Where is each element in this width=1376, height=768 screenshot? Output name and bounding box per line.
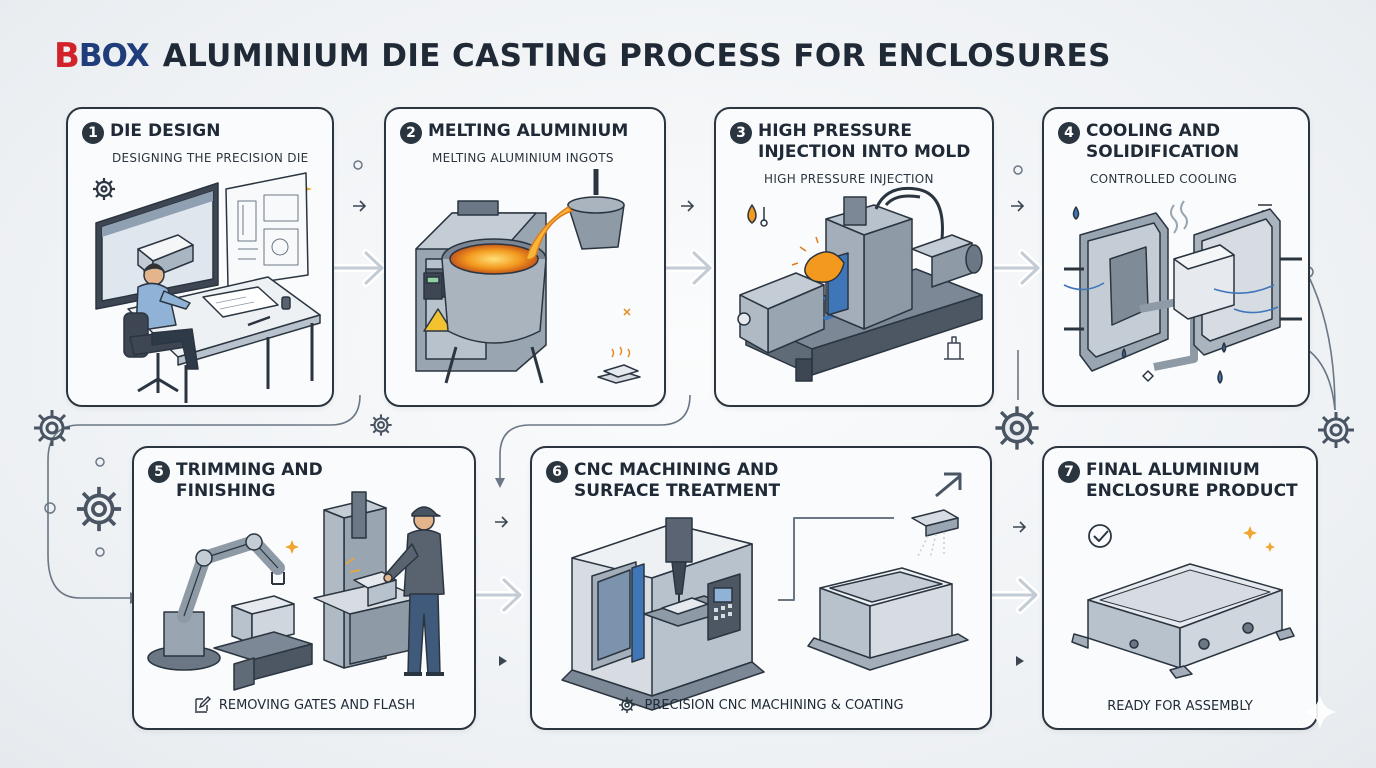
step-footer-text: READY FOR ASSEMBLY — [1107, 699, 1253, 714]
arrow-right-icon — [1011, 200, 1025, 212]
arrow-right-icon — [353, 200, 367, 212]
pencil-icon — [194, 696, 211, 713]
step-title: FINAL ALUMINIUM ENCLOSURE PRODUCT — [1086, 460, 1298, 501]
arrow-right-icon — [986, 576, 1040, 614]
gear-icon — [995, 406, 1039, 450]
gear-icon — [370, 414, 392, 436]
cnc-machine-illustration — [561, 472, 969, 711]
melting-furnace-illustration — [415, 169, 641, 384]
step-title: CNC MACHINING AND SURFACE TREATMENT — [574, 460, 781, 501]
step-subtitle: CONTROLLED COOLING — [1090, 172, 1238, 186]
final-enclosure-illustration — [1071, 524, 1295, 679]
step-subtitle: HIGH PRESSURE INJECTION — [764, 172, 934, 186]
arrow-right-icon — [470, 576, 524, 614]
step-header: 4 COOLING AND SOLIDIFICATION — [1058, 121, 1298, 163]
gear-icon — [1318, 412, 1354, 448]
step-number: 7 — [1058, 461, 1080, 483]
step-title: DIE DESIGN — [110, 121, 221, 141]
step-number: 2 — [400, 122, 422, 144]
gear-icon — [34, 410, 70, 446]
step-title: HIGH PRESSURE INJECTION INTO MOLD — [758, 121, 971, 162]
checkmark-icon — [1088, 524, 1112, 548]
step-card-cooling-solidification: 4 COOLING AND SOLIDIFICATION CONTROLLED C… — [1042, 107, 1310, 407]
step-number: 4 — [1058, 122, 1080, 144]
arrow-right-icon — [660, 249, 714, 287]
step-footer: READY FOR ASSEMBLY — [1044, 699, 1316, 714]
step-card-high-pressure-injection: 3 HIGH PRESSURE INJECTION INTO MOLD HIGH … — [714, 107, 994, 407]
step-footer-text: PRECISION CNC MACHINING & COATING — [644, 697, 904, 713]
gear-icon — [619, 697, 636, 713]
step-footer-text: REMOVING GATES AND FLASH — [218, 697, 416, 713]
step-header: 2 MELTING ALUMINIUM — [400, 121, 654, 144]
step-card-trimming-finishing: 5 TRIMMING AND FINISHING — [132, 446, 476, 730]
play-icon — [499, 656, 507, 666]
trimming-station-illustration — [147, 491, 445, 691]
step-header: 3 HIGH PRESSURE INJECTION INTO MOLD — [730, 121, 982, 163]
step-number: 5 — [148, 461, 170, 483]
step-header: 7 FINAL ALUMINIUM ENCLOSURE PRODUCT — [1058, 460, 1306, 502]
step-footer: REMOVING GATES AND FLASH — [134, 696, 474, 714]
play-icon — [1016, 656, 1024, 666]
step-number: 6 — [546, 461, 568, 483]
step-header: 5 TRIMMING AND FINISHING — [148, 460, 464, 502]
page-title: ALUMINIUM DIE CASTING PROCESS FOR ENCLOS… — [162, 38, 1111, 74]
step-subtitle: MELTING ALUMINIUM INGOTS — [432, 151, 614, 165]
step-header: 6 CNC MACHINING AND SURFACE TREATMENT — [546, 460, 980, 502]
step-subtitle: DESIGNING THE PRECISION DIE — [112, 151, 309, 165]
logo-letter-b: B — [54, 36, 80, 76]
step-title: MELTING ALUMINIUM — [428, 121, 629, 141]
step-card-cnc-machining: 6 CNC MACHINING AND SURFACE TREATMENT — [530, 446, 992, 730]
die-design-workstation-illustration — [93, 172, 321, 403]
step-number: 3 — [730, 122, 752, 144]
step-card-melting-aluminium: 2 MELTING ALUMINIUM MELTING ALUMINIUM ING… — [384, 107, 666, 407]
step-number: 1 — [82, 122, 104, 144]
step-title: TRIMMING AND FINISHING — [176, 460, 323, 501]
arrow-right-icon — [495, 516, 509, 528]
arrow-right-icon — [332, 249, 386, 287]
arrow-right-icon — [1013, 521, 1027, 533]
sparkle-icon — [1302, 694, 1338, 730]
logo-text: BOX — [78, 38, 150, 74]
step-header: 1 DIE DESIGN — [82, 121, 322, 144]
arrow-right-icon — [988, 249, 1042, 287]
step-footer: PRECISION CNC MACHINING & COATING — [532, 696, 990, 714]
step-title: COOLING AND SOLIDIFICATION — [1086, 121, 1240, 162]
step-card-final-product: 7 FINAL ALUMINIUM ENCLOSURE PRODUCT READY… — [1042, 446, 1318, 730]
cooling-mold-illustration — [1063, 200, 1302, 384]
injection-machine-illustration — [737, 186, 983, 382]
step-card-die-design: 1 DIE DESIGN DESIGNING THE PRECISION DIE — [66, 107, 334, 407]
gear-icon — [76, 486, 122, 532]
arrow-right-icon — [681, 200, 695, 212]
